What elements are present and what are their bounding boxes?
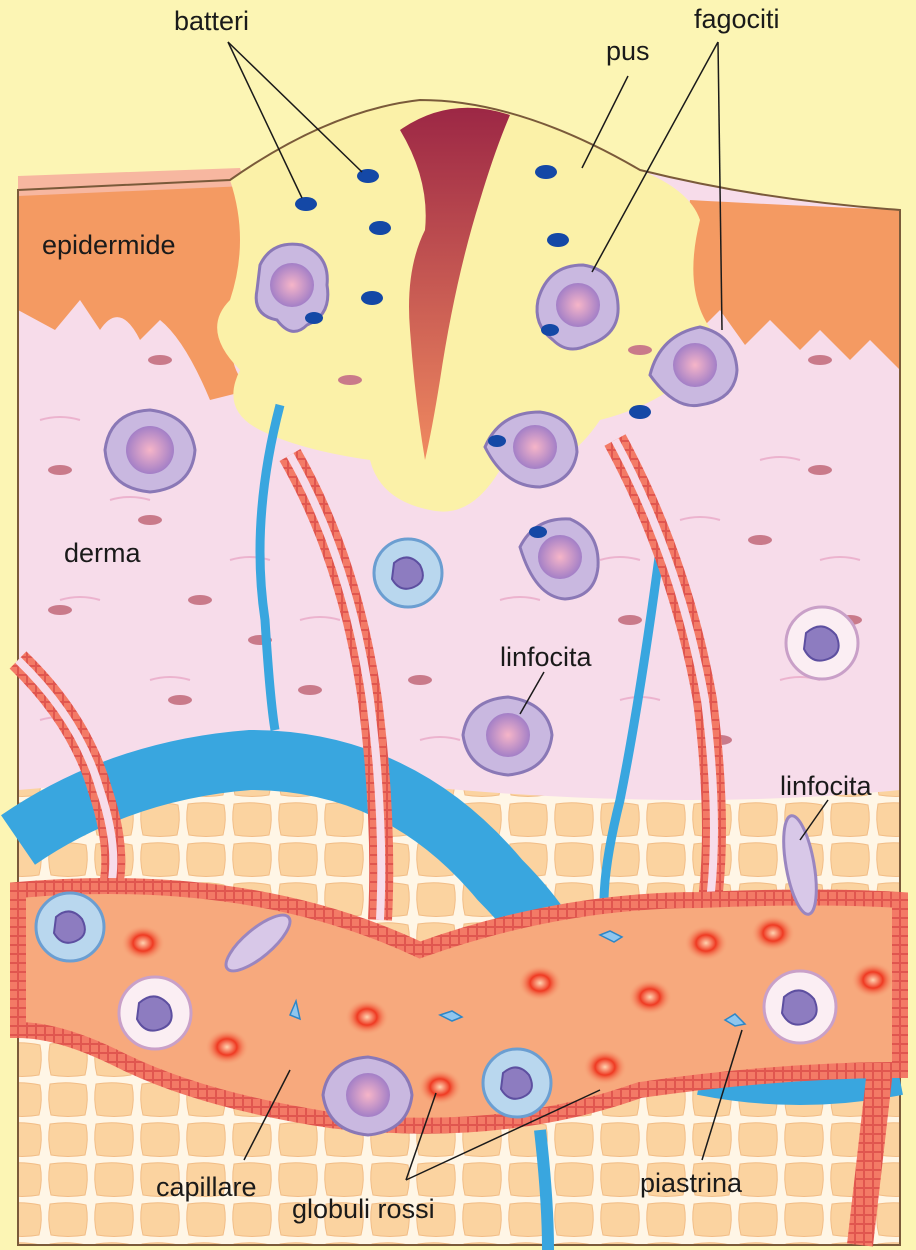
label-piastrina: piastrina [640, 1168, 743, 1198]
label-capillare: capillare [156, 1172, 257, 1202]
label-batteri: batteri [174, 6, 249, 36]
label-linfocita-dermis: linfocita [500, 642, 593, 672]
label-pus: pus [606, 36, 650, 66]
label-epidermide: epidermide [42, 230, 176, 260]
label-derma: derma [64, 538, 142, 568]
label-globuli-rossi: globuli rossi [292, 1194, 435, 1224]
label-fagociti: fagociti [694, 4, 780, 34]
label-linfocita-vessel: linfocita [780, 771, 873, 801]
